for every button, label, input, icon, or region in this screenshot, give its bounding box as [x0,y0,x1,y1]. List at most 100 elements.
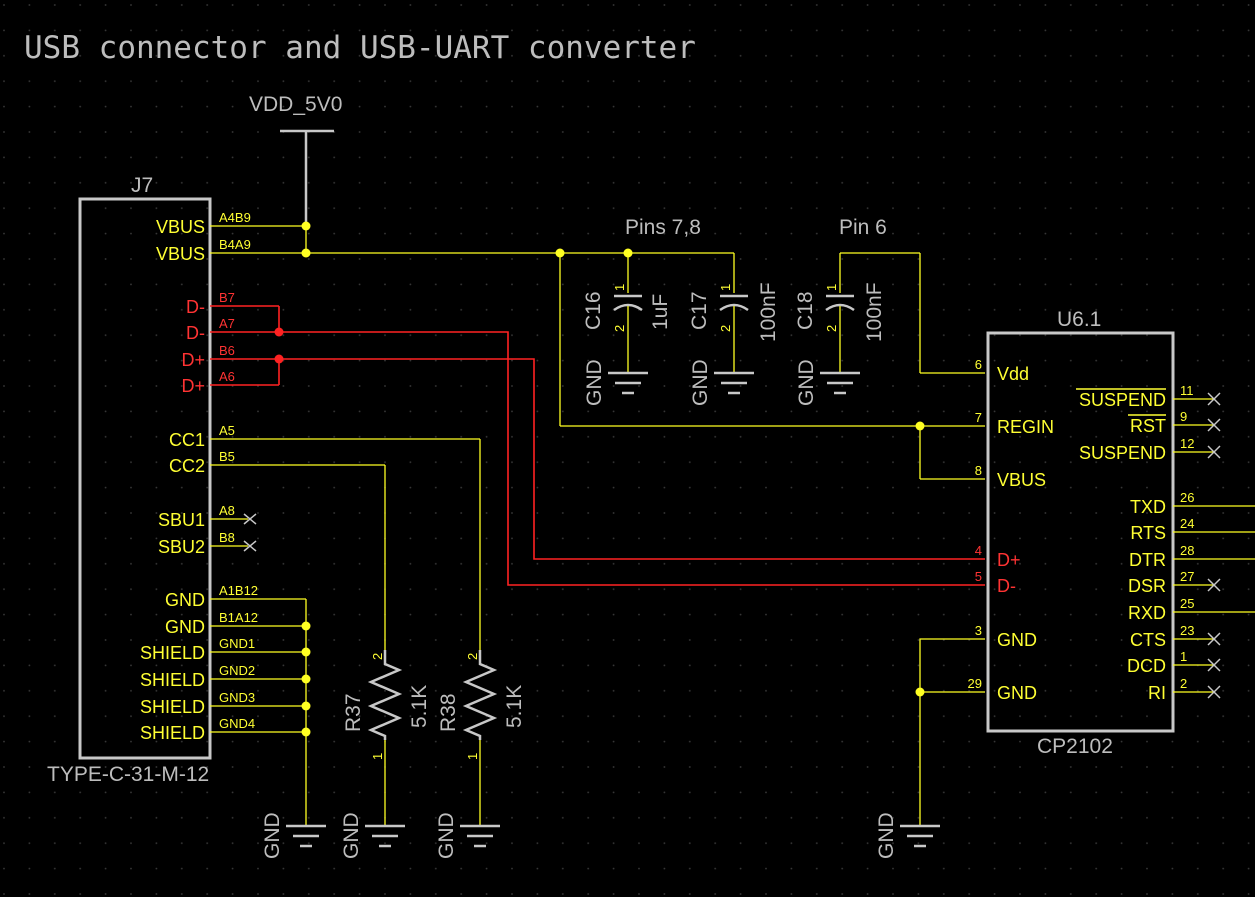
j7-pin-name: GND [165,617,205,637]
resistor-r37[interactable]: R37 5.1K 2 1 [342,650,431,760]
u6-pin-name: GND [997,683,1037,703]
j7-pin-num: A4B9 [219,210,251,225]
svg-text:GND: GND [583,359,606,406]
u6-pin-name: REGIN [997,417,1054,437]
j7-pin-name: CC2 [169,456,205,476]
gnd-symbol-u6: GND [875,812,940,859]
j7-pin-name: VBUS [156,244,205,264]
j7-pin-name: SBU1 [158,510,205,530]
j7-pin-name: SHIELD [140,697,205,717]
j7-value: TYPE-C-31-M-12 [47,763,209,786]
u6-pin-num: 12 [1180,436,1194,451]
u6-pin-name: Vdd [997,364,1029,384]
cap-value: 1uF [649,294,672,330]
gnd-symbol-j7: GND [261,812,326,859]
capacitor-c16[interactable]: C16 1uF 1 2 [582,253,672,372]
u6-pin-name: RI [1148,683,1166,703]
u6-pin-name: RTS [1130,523,1166,543]
cap-pin1: 1 [824,284,839,291]
j7-pin-num: A1B12 [219,583,258,598]
u6-pin-num: 6 [975,357,982,372]
cap-value: 100nF [863,282,886,342]
j7-pin-name: GND [165,590,205,610]
j7-pin-name: D+ [181,376,205,396]
j7-pin-num: A6 [219,369,235,384]
j7-pin-num: B7 [219,290,235,305]
gnd-symbol-r37: GND [340,812,405,859]
res-pin1: 1 [465,753,480,760]
capacitor-c17[interactable]: C17 100nF 1 2 [688,253,780,372]
res-ref: R37 [342,693,365,732]
u6-pin-name: VBUS [997,470,1046,490]
j7-pin-num: B6 [219,343,235,358]
j7-body [78,197,212,760]
u6-pin-name: CTS [1130,630,1166,650]
u6-value: CP2102 [1037,735,1113,758]
u6-pin-num: 28 [1180,543,1194,558]
j7-pin-num: B5 [219,449,235,464]
svg-text:GND: GND [689,359,712,406]
u6-ref: U6.1 [1057,308,1101,331]
j7-pin-num: A8 [219,503,235,518]
svg-text:GND: GND [875,812,898,859]
j7-pin-num: B4A9 [219,237,251,252]
vdd-supply-symbol[interactable]: VDD_5V0 [249,93,342,226]
j7-pin-num: A7 [219,316,235,331]
j7-pin-name: D- [186,323,205,343]
u6-pin-num: 7 [975,410,982,425]
j7-ref: J7 [131,174,153,197]
u6-pin-name: RST [1130,416,1166,436]
u6-pin-num: 26 [1180,490,1194,505]
res-value: 5.1K [503,685,526,728]
u6-pin-num: 9 [1180,409,1187,424]
capacitor-c18[interactable]: C18 100nF 1 2 [794,253,886,372]
no-connect-marks [1207,392,1221,699]
cap-pin2: 2 [824,325,839,332]
j7-pin-num: GND3 [219,690,255,705]
gnd-symbol-r38: GND [435,812,500,859]
u6-pin-num: 5 [975,569,982,584]
j7-pin-name: VBUS [156,217,205,237]
u6-pin-num: 11 [1180,383,1194,398]
svg-text:GND: GND [435,812,458,859]
u6-cp2102[interactable]: U6.1 CP2102 Vdd REGIN VBUS D+ D- GND GND… [968,308,1255,758]
note-pins-7-8: Pins 7,8 [625,216,701,239]
j7-pin-name: SHIELD [140,670,205,690]
gnd-symbol-c17: GND [689,359,754,406]
u6-pin-name: DSR [1128,576,1166,596]
u6-pin-name: D+ [997,550,1021,570]
cap-ref: C18 [794,291,817,330]
cap-ref: C16 [582,291,605,330]
j7-pin-num: GND1 [219,636,255,651]
u6-pin-name: RXD [1128,603,1166,623]
cap-pin2: 2 [718,325,733,332]
u6-pin-name: SUSPEND [1079,443,1166,463]
cap-pin1: 1 [718,284,733,291]
resistor-r38[interactable]: R38 5.1K 2 1 [437,650,526,760]
j7-pin-name: SHIELD [140,723,205,743]
res-ref: R38 [437,693,460,732]
svg-text:GND: GND [261,812,284,859]
j7-pin-name: D+ [181,350,205,370]
res-value: 5.1K [408,685,431,728]
u6-pin-name: GND [997,630,1037,650]
j7-usb-c-connector[interactable]: J7 TYPE-C-31-M-12 VBUS VBUS D- D- D+ D+ … [47,174,480,786]
u6-pin-name: DCD [1127,656,1166,676]
u6-pin-num: 29 [968,676,982,691]
u6-pin-num: 1 [1180,649,1187,664]
res-pin2: 2 [465,653,480,660]
u6-pin-num: 3 [975,623,982,638]
j7-pin-num: B1A12 [219,610,258,625]
u6-pin-num: 2 [1180,676,1187,691]
u6-pin-num: 8 [975,463,982,478]
j7-pin-num: A5 [219,423,235,438]
svg-text:GND: GND [340,812,363,859]
cap-value: 100nF [757,282,780,342]
u6-pin-name: DTR [1129,550,1166,570]
sheet-title: USB connector and USB-UART converter [24,30,696,66]
j7-pin-num: GND2 [219,663,255,678]
gnd-symbol-c16: GND [583,359,648,406]
u6-pin-num: 4 [975,543,982,558]
j7-pin-name: D- [186,297,205,317]
u6-pin-num: 27 [1180,569,1194,584]
